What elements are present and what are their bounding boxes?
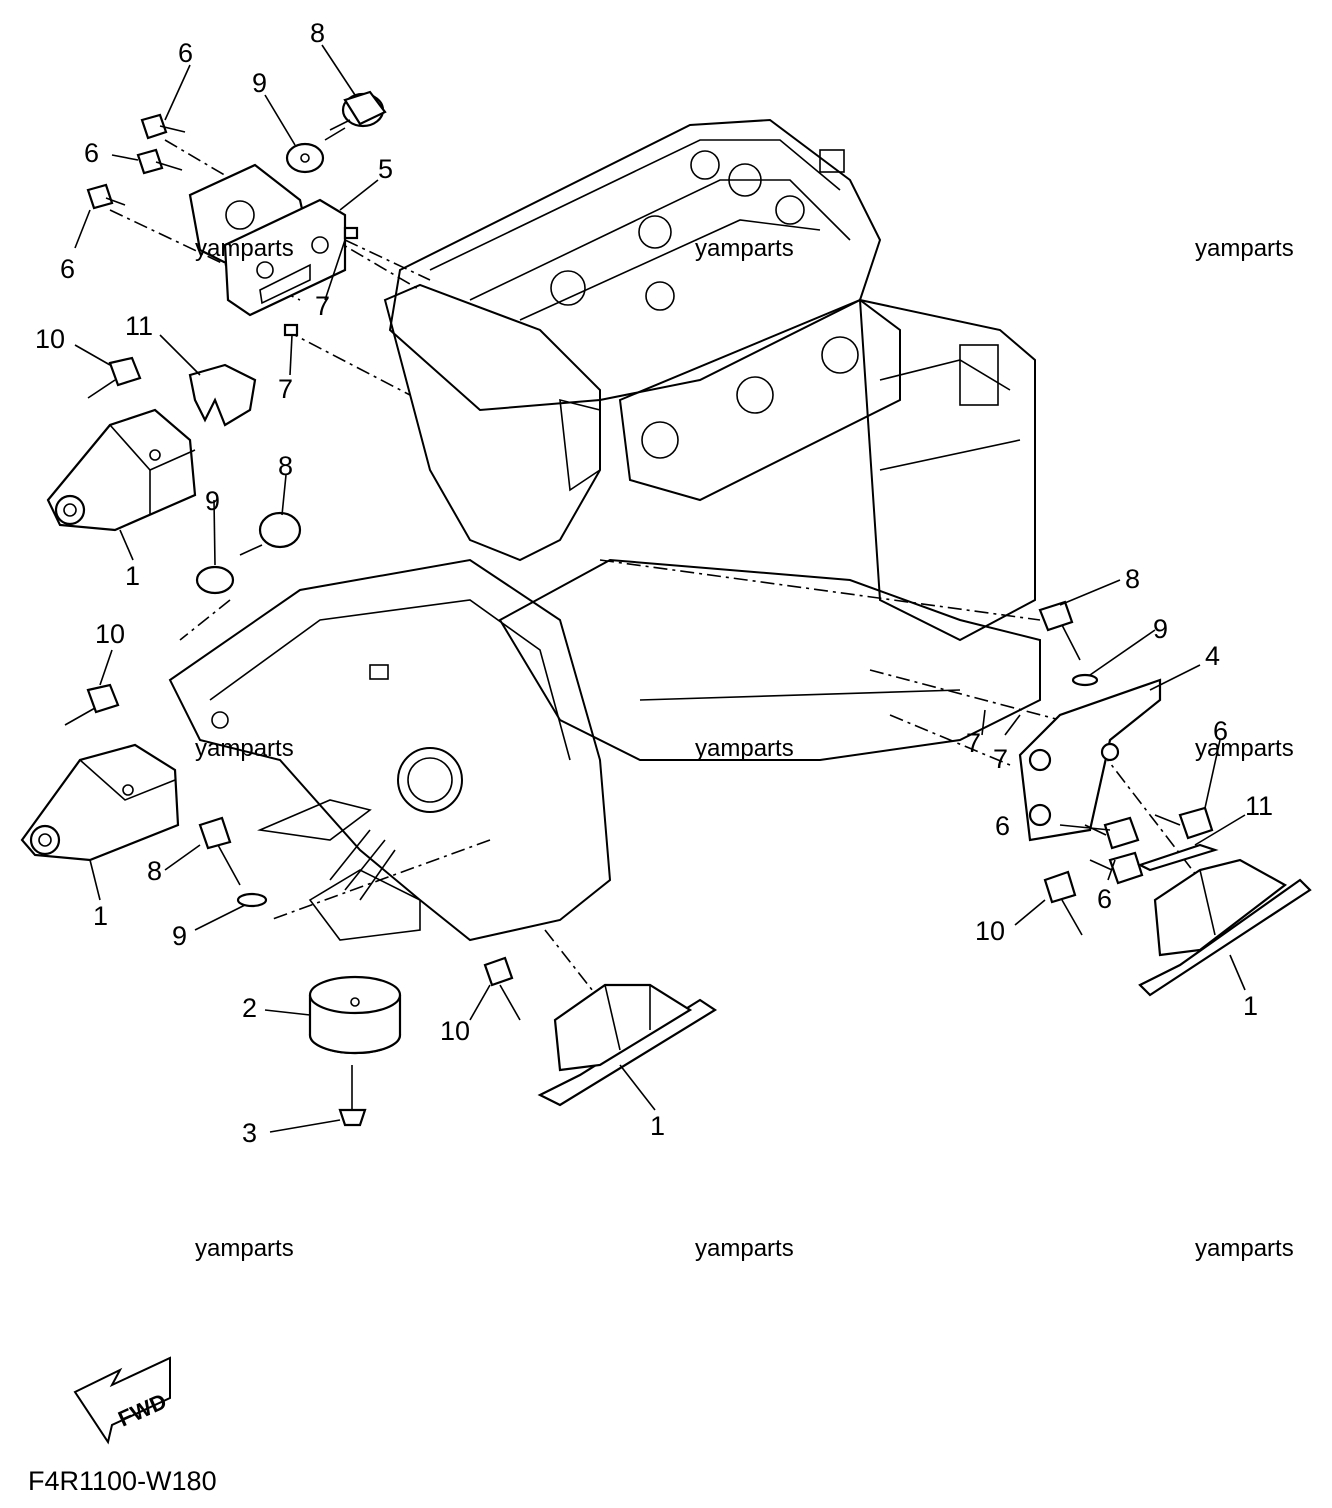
callout-6: 6 [84, 138, 99, 168]
washer-9-right [1071, 673, 1099, 687]
bolt-10-upper-left [87, 356, 142, 399]
engine-assembly [109, 118, 1201, 1001]
watermark: yamparts [195, 1235, 294, 1262]
callout-3: 3 [242, 1118, 257, 1148]
callout-7: 7 [993, 744, 1008, 774]
callout-9: 9 [1153, 614, 1168, 644]
callout-6: 6 [60, 254, 75, 284]
callout-10: 10 [95, 619, 125, 649]
washer-9-upper [285, 142, 325, 174]
mount-2 [308, 975, 402, 1055]
watermark: yamparts [1195, 1235, 1294, 1262]
bolt-8-upper [324, 90, 387, 141]
watermark: yamparts [1195, 235, 1294, 262]
damper-11-upper [188, 363, 257, 427]
callout-1: 1 [650, 1111, 665, 1141]
callout-2: 2 [242, 993, 257, 1023]
bolt-8-mid [239, 511, 302, 556]
bolt-10-right [1043, 870, 1083, 936]
washer-9-lower-left [236, 892, 268, 908]
callout-11: 11 [1245, 791, 1273, 821]
watermark: yamparts [695, 235, 794, 262]
callout-6: 6 [995, 811, 1010, 841]
watermark: yamparts [1195, 735, 1294, 762]
callout-5: 5 [378, 154, 393, 184]
damper-11-right [1137, 843, 1219, 872]
fwd-label: FWD [114, 1388, 170, 1431]
callout-8: 8 [147, 856, 162, 886]
watermark: yamparts [695, 735, 794, 762]
dowel-7-upper [283, 226, 359, 337]
callout-6: 6 [178, 38, 193, 68]
watermark: yamparts [195, 735, 294, 762]
leader-lines [74, 44, 1246, 1133]
bracket-4 [1018, 678, 1162, 842]
watermarks: yamparts yamparts yamparts yamparts yamp… [195, 235, 1294, 1262]
callout-10: 10 [35, 324, 65, 354]
bolt-8-lower-left [198, 816, 241, 886]
bolt-10-bottom-center [483, 956, 521, 1021]
callout-9: 9 [205, 486, 220, 516]
callout-8: 8 [310, 18, 325, 48]
callout-7: 7 [315, 291, 330, 321]
washer-9-mid [195, 565, 235, 595]
callout-1: 1 [1243, 991, 1258, 1021]
callout-9: 9 [252, 68, 267, 98]
diagram-code: F4R1100-W180 [28, 1466, 217, 1496]
callout-8: 8 [1125, 564, 1140, 594]
bracket-5 [188, 163, 347, 317]
callout-1: 1 [125, 561, 140, 591]
callout-8: 8 [278, 451, 293, 481]
callout-9: 9 [172, 921, 187, 951]
watermark: yamparts [195, 235, 294, 262]
callout-6: 6 [1213, 716, 1228, 746]
mount-1-upper-left [46, 408, 197, 532]
callout-10: 10 [975, 916, 1005, 946]
callout-labels: 6 9 8 6 5 6 7 7 10 11 1 9 8 10 1 8 9 2 3… [35, 18, 1273, 1148]
mount-1-lower-left [20, 743, 180, 862]
bolt-6-upper-group [86, 113, 186, 210]
bolt-8-right [1038, 600, 1081, 661]
callout-1: 1 [93, 901, 108, 931]
mount-1-bottom-center [537, 983, 718, 1107]
screw-3 [338, 1065, 367, 1127]
bolt-6-right-group [1084, 806, 1214, 885]
callout-7: 7 [278, 374, 293, 404]
watermark: yamparts [695, 1235, 794, 1262]
bolt-10-lower-left [64, 683, 120, 726]
callout-6: 6 [1097, 884, 1112, 914]
callout-10: 10 [440, 1016, 470, 1046]
fwd-arrow-icon: FWD [73, 1356, 171, 1445]
callout-11: 11 [125, 311, 153, 341]
mount-1-right [1138, 858, 1312, 997]
callout-7: 7 [966, 728, 981, 758]
callout-4: 4 [1205, 641, 1220, 671]
